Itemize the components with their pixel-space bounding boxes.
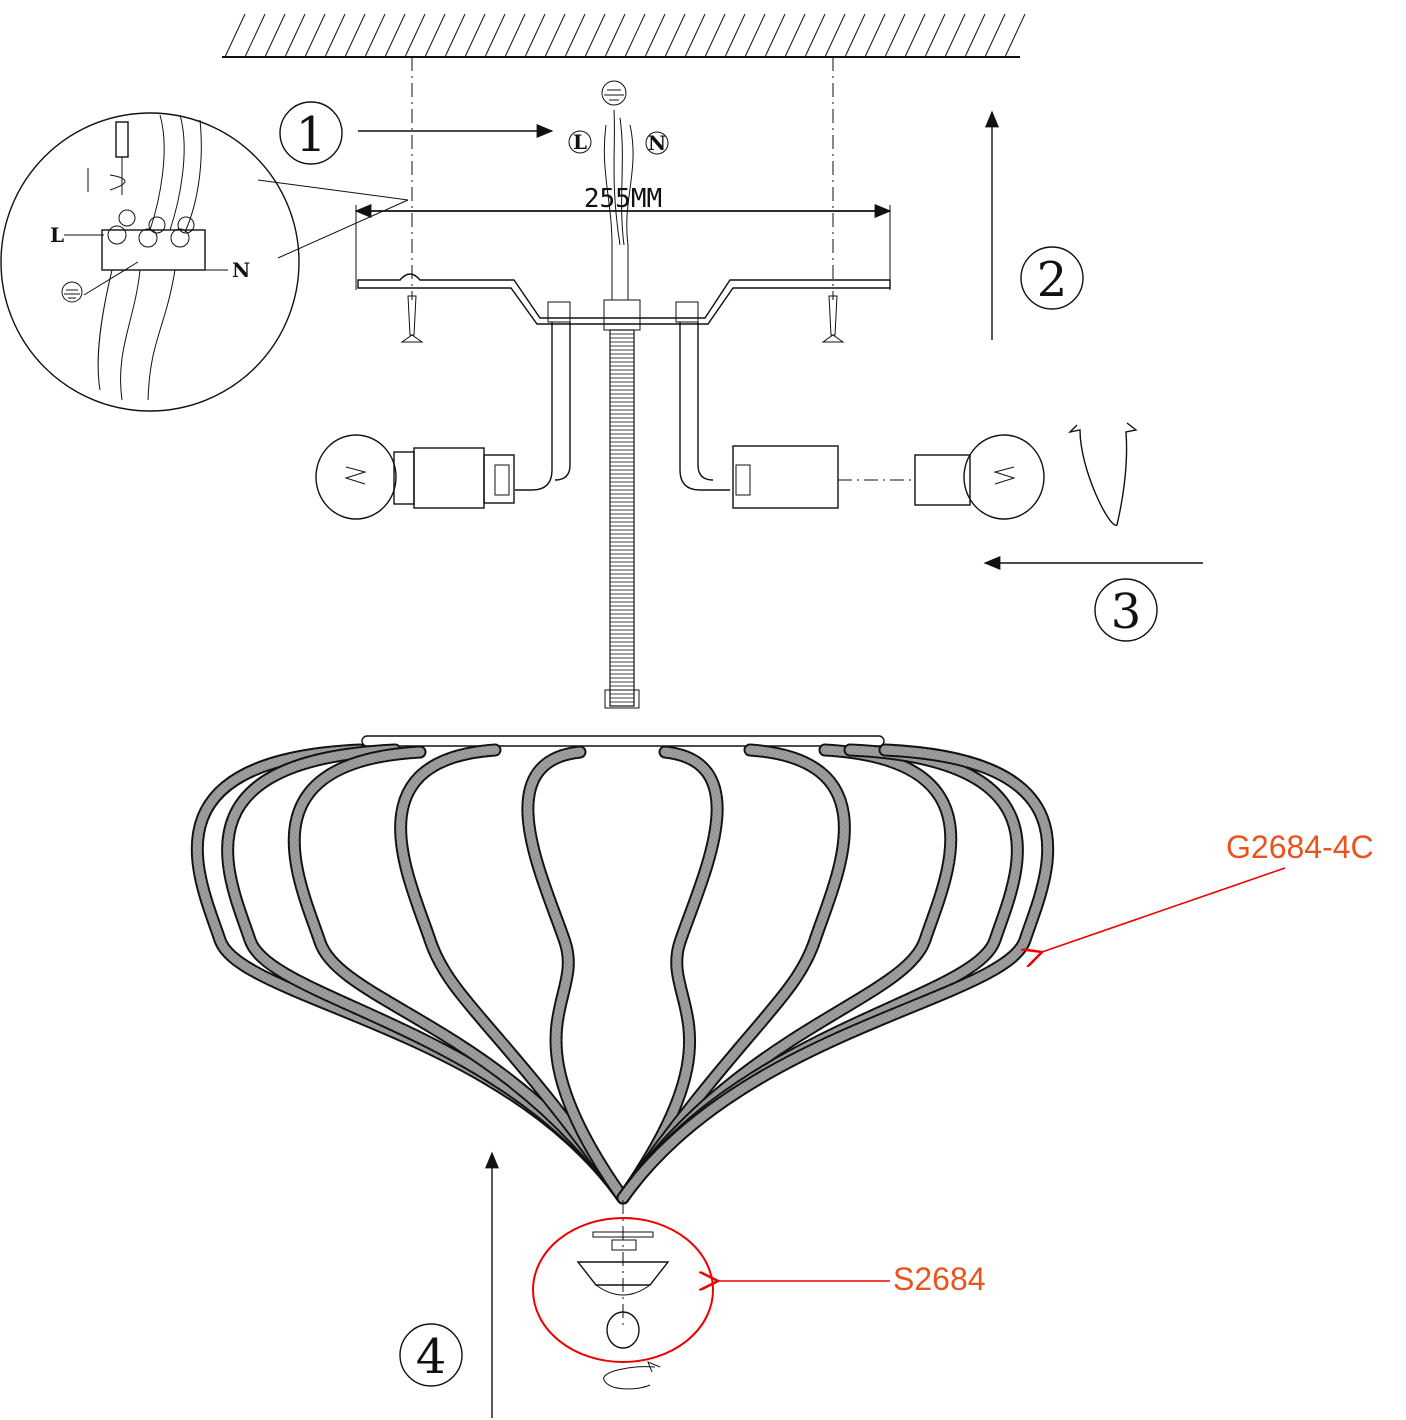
- wiring-detail-inset: L N: [0, 112, 409, 412]
- threaded-rod: [609, 329, 635, 707]
- ceiling-hatch-line: [1004, 13, 1026, 58]
- shade-rib-mesh: [618, 745, 850, 1203]
- ceiling-hatch-line: [444, 13, 466, 58]
- shade-rib-mesh: [395, 745, 628, 1203]
- ceiling-hatch-line: [224, 13, 246, 58]
- arm-right: [679, 322, 730, 491]
- ceiling-hatch-line: [384, 13, 406, 58]
- ceiling-hatch-line: [824, 13, 846, 58]
- ceiling-hatch-line: [844, 13, 866, 58]
- shade-part-label: G2684-4C: [1226, 829, 1374, 865]
- earth-icon: [61, 281, 83, 303]
- shade-rib-highlight: [618, 745, 849, 1203]
- inset-label-l: L: [50, 223, 64, 247]
- inset-label-n: N: [232, 258, 250, 282]
- shade-rib-highlight: [223, 745, 628, 1203]
- wire-label-l: L: [573, 130, 587, 154]
- ceiling-hatch-line: [664, 13, 686, 58]
- shade-callout: G2684-4C: [1042, 829, 1374, 952]
- ceiling-hatch-line: [784, 13, 806, 58]
- wire-label-n: N: [648, 131, 666, 155]
- ceiling-hatch-line: [764, 13, 786, 58]
- ceiling-hatch-line: [724, 13, 746, 58]
- ceiling-hatch-line: [504, 13, 526, 58]
- ceiling-hatch-line: [604, 13, 626, 58]
- ceiling-hatch-line: [364, 13, 386, 58]
- dimension-255mm: 255MM: [354, 184, 892, 290]
- shade-top-ring: [361, 735, 885, 747]
- ceiling-hatch-line: [684, 13, 706, 58]
- bulb-right: [732, 434, 1045, 520]
- ceiling-hatch-line: [304, 13, 326, 58]
- shade-rib-highlight: [618, 745, 1053, 1203]
- step-2-number: 2: [1037, 252, 1068, 308]
- ceiling-hatch-line: [404, 13, 426, 58]
- ceiling-hatch-line: [484, 13, 506, 58]
- ceiling-hatch-line: [984, 13, 1006, 58]
- ceiling-hatch-line: [324, 13, 346, 58]
- shade-rib-highlight: [618, 745, 956, 1203]
- shade-rib-highlight: [523, 747, 628, 1203]
- ceiling-hatch-line: [264, 13, 286, 58]
- dimension-text: 255MM: [584, 184, 662, 214]
- step-3-marker: 3: [983, 556, 1203, 642]
- screw-right: [821, 295, 845, 343]
- ceiling: [222, 13, 1026, 58]
- step-4-number: 4: [416, 1329, 447, 1385]
- screwdriver-icon: [115, 121, 129, 158]
- ceiling-hatch-line: [524, 13, 546, 58]
- finial-part-label: S2684: [893, 1261, 986, 1297]
- arm-left: [515, 322, 571, 491]
- ceiling-hatch-line: [804, 13, 826, 58]
- step-1-marker: 1: [279, 101, 554, 165]
- ceiling-hatch-line: [904, 13, 926, 58]
- finial-detail: S2684: [532, 1200, 986, 1390]
- ceiling-hatch-line: [964, 13, 986, 58]
- ceiling-hatch-line: [884, 13, 906, 58]
- ceiling-hatch-line: [744, 13, 766, 58]
- ceiling-hatch-line: [464, 13, 486, 58]
- ceiling-hatch-line: [624, 13, 646, 58]
- ceiling-hatch-line: [944, 13, 966, 58]
- step-4-marker: 4: [399, 1151, 499, 1418]
- ceiling-hatch-line: [544, 13, 566, 58]
- screw-left: [400, 295, 424, 343]
- ceiling-hatch-line: [864, 13, 886, 58]
- shade-rib-highlight: [289, 747, 628, 1203]
- supply-wires: L N: [568, 80, 669, 300]
- ceiling-hatch-line: [564, 13, 586, 58]
- shade-rib: [394, 743, 630, 1205]
- step-1-number: 1: [296, 107, 327, 163]
- shade-rib-highlight: [396, 745, 628, 1203]
- ceiling-hatch-line: [704, 13, 726, 58]
- ceiling-hatch-line: [244, 13, 266, 58]
- rotate-icon: [1067, 422, 1138, 526]
- ceiling-hatch-line: [584, 13, 606, 58]
- ceiling-hatch-line: [924, 13, 946, 58]
- step-3-number: 3: [1111, 584, 1142, 640]
- step-2-marker: 2: [985, 110, 1084, 340]
- ceiling-hatch-line: [644, 13, 666, 58]
- ceiling-hatch-line: [424, 13, 446, 58]
- shade-rib: [521, 745, 630, 1205]
- ceiling-hatch-line: [284, 13, 306, 58]
- shade-ribs: [190, 743, 1055, 1205]
- bulb-left: [315, 434, 515, 520]
- earth-icon: [601, 80, 627, 106]
- shade-rib: [616, 743, 851, 1205]
- earth-symbol: [604, 89, 624, 101]
- ceiling-hatch-line: [344, 13, 366, 58]
- shade-rib-highlight: [618, 747, 722, 1203]
